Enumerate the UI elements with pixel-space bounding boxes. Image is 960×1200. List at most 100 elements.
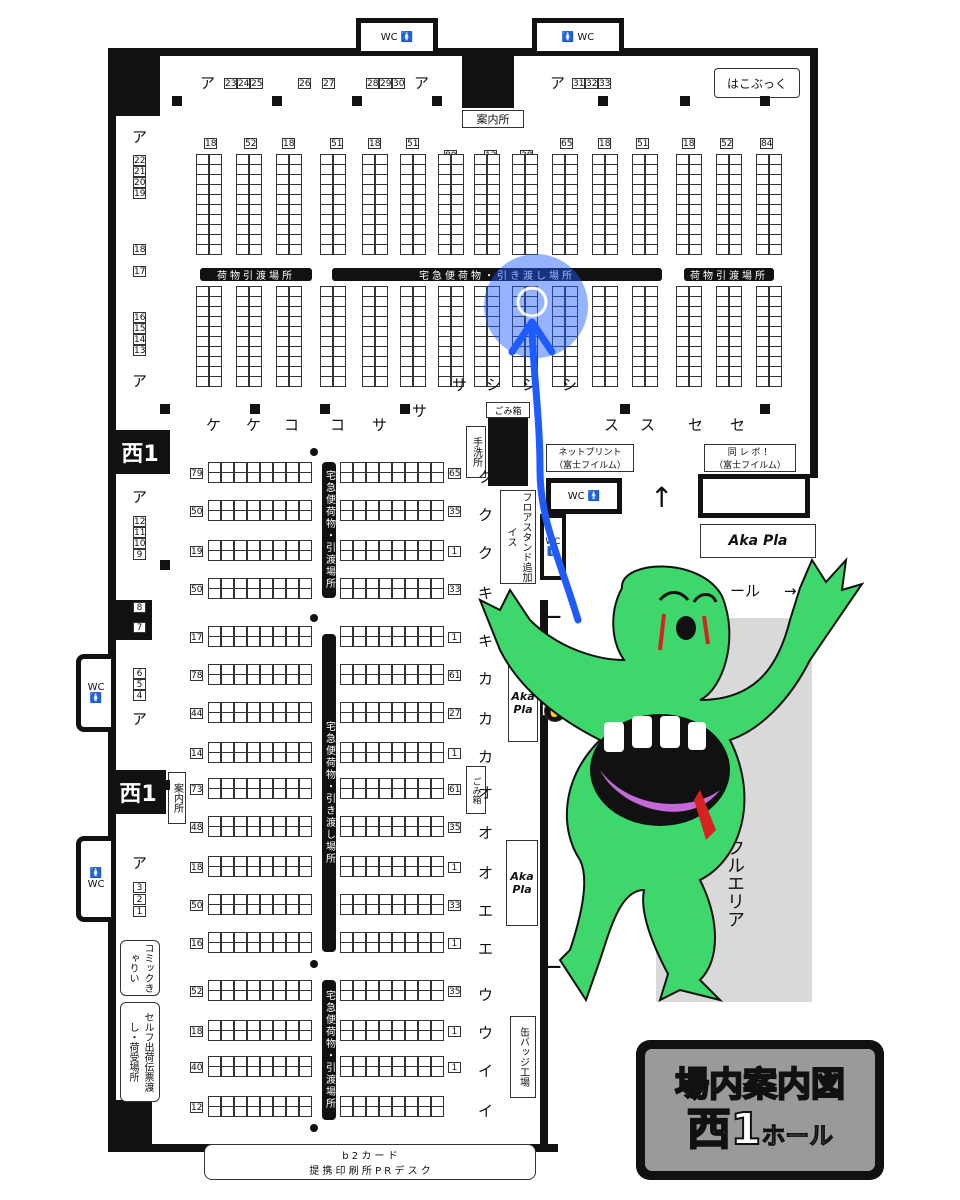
booth-cell[interactable]	[365, 471, 379, 483]
booth-cell[interactable]	[591, 375, 605, 387]
booth-cell[interactable]	[319, 243, 333, 255]
booth-cell[interactable]	[688, 375, 702, 387]
top-block-num[interactable]: 18	[368, 138, 381, 149]
wc-top-right[interactable]: 🚺 WC	[532, 18, 624, 56]
booth-cell[interactable]	[207, 471, 221, 483]
top-block-num[interactable]: 18	[204, 138, 217, 149]
booth-cell[interactable]	[233, 509, 247, 521]
left-wall-num-22[interactable]: 22	[133, 155, 146, 166]
hakobukku-booth[interactable]: はこぶっく	[714, 68, 800, 98]
top-block-num[interactable]: 52	[720, 138, 733, 149]
left-wall-num-1[interactable]: 1	[133, 906, 146, 917]
booth-cell[interactable]	[486, 243, 500, 255]
booth-cell[interactable]	[246, 549, 260, 561]
top-num-32[interactable]: 32	[585, 78, 598, 89]
booth-cell[interactable]	[248, 375, 262, 387]
booth-cell[interactable]	[275, 243, 289, 255]
booth-cell[interactable]	[728, 243, 742, 255]
booth-cell[interactable]	[728, 375, 742, 387]
wc-left-lower[interactable]: 🚺WC	[76, 836, 116, 922]
booth-cell[interactable]	[644, 375, 658, 387]
can-badge-booth[interactable]: 缶バッジ工場	[510, 1016, 536, 1098]
booth-cell[interactable]	[604, 375, 618, 387]
booth-cell[interactable]	[755, 243, 769, 255]
booth-cell[interactable]	[399, 375, 413, 387]
booth-cell[interactable]	[233, 471, 247, 483]
booth-cell[interactable]	[288, 243, 302, 255]
top-block-num[interactable]: 18	[682, 138, 695, 149]
booth-cell[interactable]	[298, 549, 312, 561]
booth-cell[interactable]	[551, 375, 565, 387]
booth-cell[interactable]	[220, 471, 234, 483]
booth-cell[interactable]	[430, 509, 444, 521]
booth-cell[interactable]	[207, 509, 221, 521]
gomibako-top[interactable]: ごみ箱	[486, 402, 530, 418]
left-wall-num-6[interactable]: 6	[133, 668, 146, 679]
left-wall-num-13[interactable]: 13	[133, 345, 146, 356]
top-num-31[interactable]: 31	[572, 78, 585, 89]
booth-cell[interactable]	[272, 471, 286, 483]
booth-cell[interactable]	[195, 375, 209, 387]
left-wall-num-5[interactable]: 5	[133, 679, 146, 690]
booth-cell[interactable]	[417, 509, 431, 521]
booth-cell[interactable]	[715, 243, 729, 255]
booth-cell[interactable]	[248, 243, 262, 255]
booth-cell[interactable]	[437, 243, 451, 255]
booth-cell[interactable]	[220, 509, 234, 521]
booth-cell[interactable]	[208, 375, 222, 387]
left-wall-num-15[interactable]: 15	[133, 323, 146, 334]
booth-cell[interactable]	[675, 243, 689, 255]
booth-cell[interactable]	[374, 243, 388, 255]
booth-cell[interactable]	[259, 509, 273, 521]
top-block-num[interactable]: 84	[760, 138, 773, 149]
left-wall-num-10[interactable]: 10	[133, 538, 146, 549]
booth-cell[interactable]	[391, 509, 405, 521]
booth-cell[interactable]	[755, 375, 769, 387]
floor-stand-booth[interactable]: フロアスタンド追加イス	[500, 490, 536, 584]
top-num-26[interactable]: 26	[298, 78, 311, 89]
booth-cell[interactable]	[391, 471, 405, 483]
booth-cell[interactable]	[417, 471, 431, 483]
booth-cell[interactable]	[374, 375, 388, 387]
booth-cell[interactable]	[235, 375, 249, 387]
booth-cell[interactable]	[285, 471, 299, 483]
left-wall-num-2[interactable]: 2	[133, 894, 146, 905]
booth-cell[interactable]	[246, 471, 260, 483]
booth-cell[interactable]	[486, 375, 500, 387]
left-wall-num-18[interactable]: 18	[133, 244, 146, 255]
booth-cell[interactable]	[298, 509, 312, 521]
booth-cell[interactable]	[604, 243, 618, 255]
left-wall-num-14[interactable]: 14	[133, 334, 146, 345]
booth-cell[interactable]	[404, 471, 418, 483]
self-shipping-booth[interactable]: セルフ出荷伝票渡し・荷受場所	[120, 1002, 160, 1102]
booth-cell[interactable]	[332, 375, 346, 387]
booth-cell[interactable]	[319, 375, 333, 387]
top-block-num[interactable]: 65	[560, 138, 573, 149]
wc-top-left[interactable]: WC 🚺	[356, 18, 438, 56]
left-wall-num-12[interactable]: 12	[133, 516, 146, 527]
top-num-25[interactable]: 25	[250, 78, 263, 89]
left-wall-num-20[interactable]: 20	[133, 177, 146, 188]
top-block-num[interactable]: 18	[598, 138, 611, 149]
booth-cell[interactable]	[473, 375, 487, 387]
left-wall-num-3[interactable]: 3	[133, 882, 146, 893]
left-wall-num-17[interactable]: 17	[133, 266, 146, 277]
left-wall-num-7[interactable]: 7	[133, 622, 146, 633]
booth-cell[interactable]	[208, 243, 222, 255]
top-block-num[interactable]: 51	[330, 138, 343, 149]
booth-cell[interactable]	[378, 509, 392, 521]
booth-cell[interactable]	[207, 549, 221, 561]
wc-left-upper[interactable]: WC🚺	[76, 654, 116, 732]
left-wall-num-16[interactable]: 16	[133, 312, 146, 323]
top-num-30[interactable]: 30	[392, 78, 405, 89]
booth-cell[interactable]	[246, 509, 260, 521]
booth-cell[interactable]	[361, 243, 375, 255]
booth-cell[interactable]	[450, 375, 464, 387]
top-block-num[interactable]: 51	[406, 138, 419, 149]
booth-cell[interactable]	[259, 471, 273, 483]
top-num-29[interactable]: 29	[379, 78, 392, 89]
booth-cell[interactable]	[339, 471, 353, 483]
info-desk-left[interactable]: 案内所	[168, 772, 186, 824]
booth-cell[interactable]	[298, 471, 312, 483]
booth-cell[interactable]	[352, 509, 366, 521]
